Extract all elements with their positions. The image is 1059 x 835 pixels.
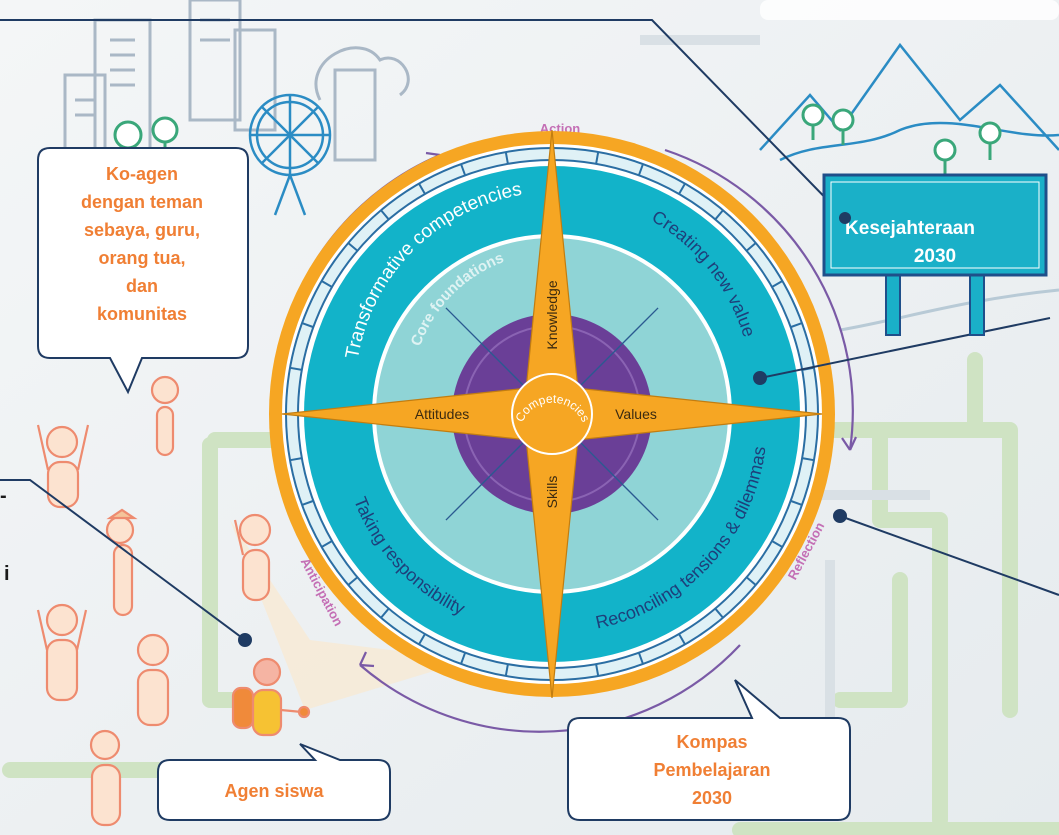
left-edge-text-1: - (0, 485, 7, 507)
coagency-line-6: komunitas (97, 304, 187, 324)
person-figure (150, 375, 180, 457)
compass-tick (678, 633, 686, 645)
compass-tick (380, 607, 390, 619)
student-agent-label: Agen siswa (224, 781, 324, 801)
compass-tick (714, 209, 724, 221)
compass-tick (289, 457, 303, 462)
compass-tick (347, 576, 359, 586)
learning-compass: Knowledge Skills Attitudes Values Compet… (269, 129, 835, 699)
compass-title-line-1: Kompas (676, 732, 747, 752)
coagency-line-3: sebaya, guru, (84, 220, 200, 240)
coagency-line-2: dengan teman (81, 192, 203, 212)
wellbeing-line-1: Kesejahteraan (845, 218, 975, 239)
compass-tick (460, 652, 467, 665)
competency-knowledge: Knowledge (544, 280, 560, 349)
compass-tick (790, 322, 803, 329)
compass-tick (504, 663, 509, 677)
student-agent-callout: Agen siswa (157, 743, 391, 821)
coagency-line-4: orang tua, (98, 248, 185, 268)
person-figure (136, 633, 170, 727)
compass-tick (745, 242, 757, 252)
compass-ticks (286, 148, 818, 680)
compass-title-line-3: 2030 (692, 788, 732, 808)
compass-tick (347, 242, 359, 252)
leader-lines (0, 19, 1059, 647)
leader-line-reflection (839, 515, 1059, 596)
compass-tick (678, 183, 686, 195)
person-figure (89, 729, 122, 827)
compass-tick (321, 540, 333, 548)
top-right-panel (760, 0, 1059, 20)
compass-tick (790, 499, 803, 506)
person-figure (36, 603, 88, 702)
compass-tick (301, 322, 314, 329)
leader-line-compass (759, 317, 1051, 379)
compass-tick (771, 540, 783, 548)
people-illustration (36, 375, 311, 827)
compass-center-disc (511, 373, 593, 455)
coagency-line-1: Ko-agen (106, 164, 178, 184)
compass-tick (745, 576, 757, 586)
coagency-callout: Ko-agen dengan teman sebaya, guru, orang… (37, 147, 249, 395)
compass-tick (637, 652, 644, 665)
compass-tick (771, 280, 783, 288)
compass-tick (301, 499, 314, 506)
compass-tick (595, 151, 600, 165)
wellbeing-sign: Kesejahteraan 2030 (822, 173, 1048, 336)
competency-skills: Skills (544, 476, 560, 509)
ferris-wheel-illustration (248, 93, 332, 216)
coagency-line-5: dan (126, 276, 158, 296)
compass-tick (418, 633, 426, 645)
leader-line-student (0, 479, 246, 641)
competency-attitudes: Attitudes (415, 406, 469, 422)
compass-tick (460, 163, 467, 176)
compass-title-line-2: Pembelajaran (653, 760, 770, 780)
vision-cone (230, 520, 470, 710)
leader-line-wellbeing (0, 19, 846, 219)
compass-tick (418, 183, 426, 195)
compass-tick (637, 163, 644, 176)
trees-right-illustration (801, 103, 1059, 332)
compass-tick (289, 366, 303, 371)
compass-tick (714, 607, 724, 619)
compass-tick (380, 209, 390, 221)
compass-tick (801, 457, 815, 462)
trees-left-illustration (113, 116, 179, 165)
compass-star (281, 129, 823, 699)
competency-values: Values (615, 406, 657, 422)
person-figure (36, 424, 90, 509)
left-edge-text-2: i (4, 563, 10, 585)
wellbeing-line-2: 2030 (914, 246, 956, 267)
person-figure (233, 513, 272, 602)
mountains-illustration (759, 42, 1059, 162)
person-figure (105, 508, 138, 617)
wellbeing-sign-board (822, 173, 1048, 277)
compass-tick (321, 280, 333, 288)
student-figure (231, 657, 311, 737)
compass-title-callout: Kompas Pembelajaran 2030 (567, 679, 851, 821)
compass-tick (595, 663, 600, 677)
compass-tick (504, 151, 509, 165)
